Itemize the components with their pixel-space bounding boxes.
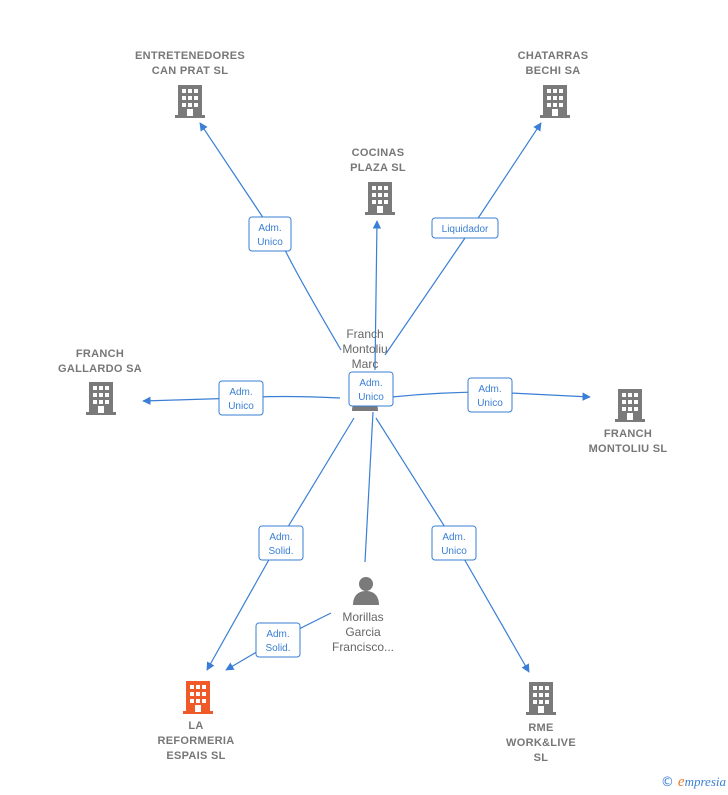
node-label-line: WORK&LIVE <box>506 737 576 749</box>
empresia-watermark: ©empresia <box>661 774 726 791</box>
node-label-line: REFORMERIA <box>158 735 235 747</box>
role-label: Solid. <box>265 643 290 654</box>
node-label-line: ESPAIS SL <box>166 750 225 762</box>
role-label: Unico <box>257 237 283 248</box>
role-label: Adm. <box>269 532 292 543</box>
role-badge-reformeria[interactable]: Adm. Solid. <box>255 622 301 658</box>
edge-franch_marc-to-cocinas <box>372 220 382 371</box>
node-label-line: RME <box>528 722 553 734</box>
building-icon <box>183 681 213 714</box>
role-badge-cocinas[interactable]: Adm. Unico <box>348 371 394 407</box>
building-icon <box>615 389 645 422</box>
role-label: Unico <box>477 398 503 409</box>
building-icon <box>365 182 395 215</box>
person-icon <box>353 577 379 605</box>
role-label: Adm. <box>258 223 281 234</box>
node-montoliu_sl[interactable]: FRANCH MONTOLIU SL <box>589 389 668 455</box>
role-label: Unico <box>441 546 467 557</box>
building-icon <box>540 85 570 118</box>
edge-franch_marc-to-entretenedores <box>199 122 342 351</box>
role-badge-gallardo[interactable]: Adm. Unico <box>218 380 264 416</box>
role-badge-reformeria[interactable]: Adm. Solid. <box>258 525 304 561</box>
node-label-line: Garcia <box>345 625 381 639</box>
brand-name: mpresia <box>684 774 726 789</box>
role-badge-entretenedores[interactable]: Adm. Unico <box>248 216 292 252</box>
node-morillas[interactable]: MorillasGarciaFrancisco... <box>332 577 394 654</box>
edge-franch_marc-to-chatarras <box>384 122 542 356</box>
role-badge-box <box>255 622 301 658</box>
node-label-line: CAN PRAT SL <box>152 65 228 77</box>
node-label-line: Montoliu <box>342 342 387 356</box>
node-label-line: Franch <box>346 327 383 341</box>
node-label-line: PLAZA SL <box>350 162 406 174</box>
brand-initial: e <box>677 774 685 790</box>
role-label: Solid. <box>268 546 293 557</box>
role-label: Liquidador <box>442 224 489 235</box>
role-label: Adm. <box>442 532 465 543</box>
role-label: Adm. <box>266 629 289 640</box>
building-icon <box>86 382 116 415</box>
node-label-line: FRANCH <box>76 348 124 360</box>
node-label-line: CHATARRAS <box>518 50 589 62</box>
role-label: Adm. <box>229 387 252 398</box>
node-rme[interactable]: RME WORK&LIVE SL <box>506 682 576 764</box>
copyright-symbol: © <box>660 775 674 790</box>
node-label-line: MONTOLIU SL <box>589 443 668 455</box>
role-badge-rme[interactable]: Adm. Unico <box>431 525 477 561</box>
role-badge-box <box>431 525 477 561</box>
role-badge-box <box>218 380 264 416</box>
node-reformeria[interactable]: LA REFORMERIA ESPAIS SL <box>158 681 235 762</box>
node-label-line: COCINAS <box>352 147 405 159</box>
role-label: Adm. <box>478 384 501 395</box>
node-label-line: Marc <box>352 357 379 371</box>
nodes-layer: ENTRETENEDORES CAN PRAT SL CHATARRAS BECHI … <box>58 50 667 764</box>
node-label-line: ENTRETENEDORES <box>135 50 245 62</box>
role-badge-chatarras[interactable]: Liquidador <box>431 217 499 239</box>
node-label-line: FRANCH <box>604 428 652 440</box>
node-cocinas[interactable]: COCINAS PLAZA SL <box>350 147 406 215</box>
role-badge-box <box>348 371 394 407</box>
role-badge-box <box>431 217 499 239</box>
node-label-line: GALLARDO SA <box>58 363 142 375</box>
role-badge-box <box>467 377 513 413</box>
role-label: Adm. <box>359 378 382 389</box>
role-badge-box <box>258 525 304 561</box>
node-label-line: SL <box>534 752 549 764</box>
edge-morillas-to-franch_marc <box>364 411 374 563</box>
node-gallardo[interactable]: FRANCH GALLARDO SA <box>58 348 142 415</box>
role-label: Unico <box>358 392 384 403</box>
node-chatarras[interactable]: CHATARRAS BECHI SA <box>518 50 589 118</box>
node-label-line: Morillas <box>342 610 383 624</box>
building-icon <box>175 85 205 118</box>
role-badge-box <box>248 216 292 252</box>
roles-layer: Adm.UnicoAdm.UnicoLiquidadorAdm.UnicoAdm… <box>218 216 513 658</box>
node-label-line: BECHI SA <box>526 65 581 77</box>
role-badge-montoliu_sl[interactable]: Adm. Unico <box>467 377 513 413</box>
building-icon <box>526 682 556 715</box>
role-label: Unico <box>228 401 254 412</box>
node-label-line: LA <box>188 720 203 732</box>
node-entretenedores[interactable]: ENTRETENEDORES CAN PRAT SL <box>135 50 245 118</box>
node-label-line: Francisco... <box>332 640 394 654</box>
